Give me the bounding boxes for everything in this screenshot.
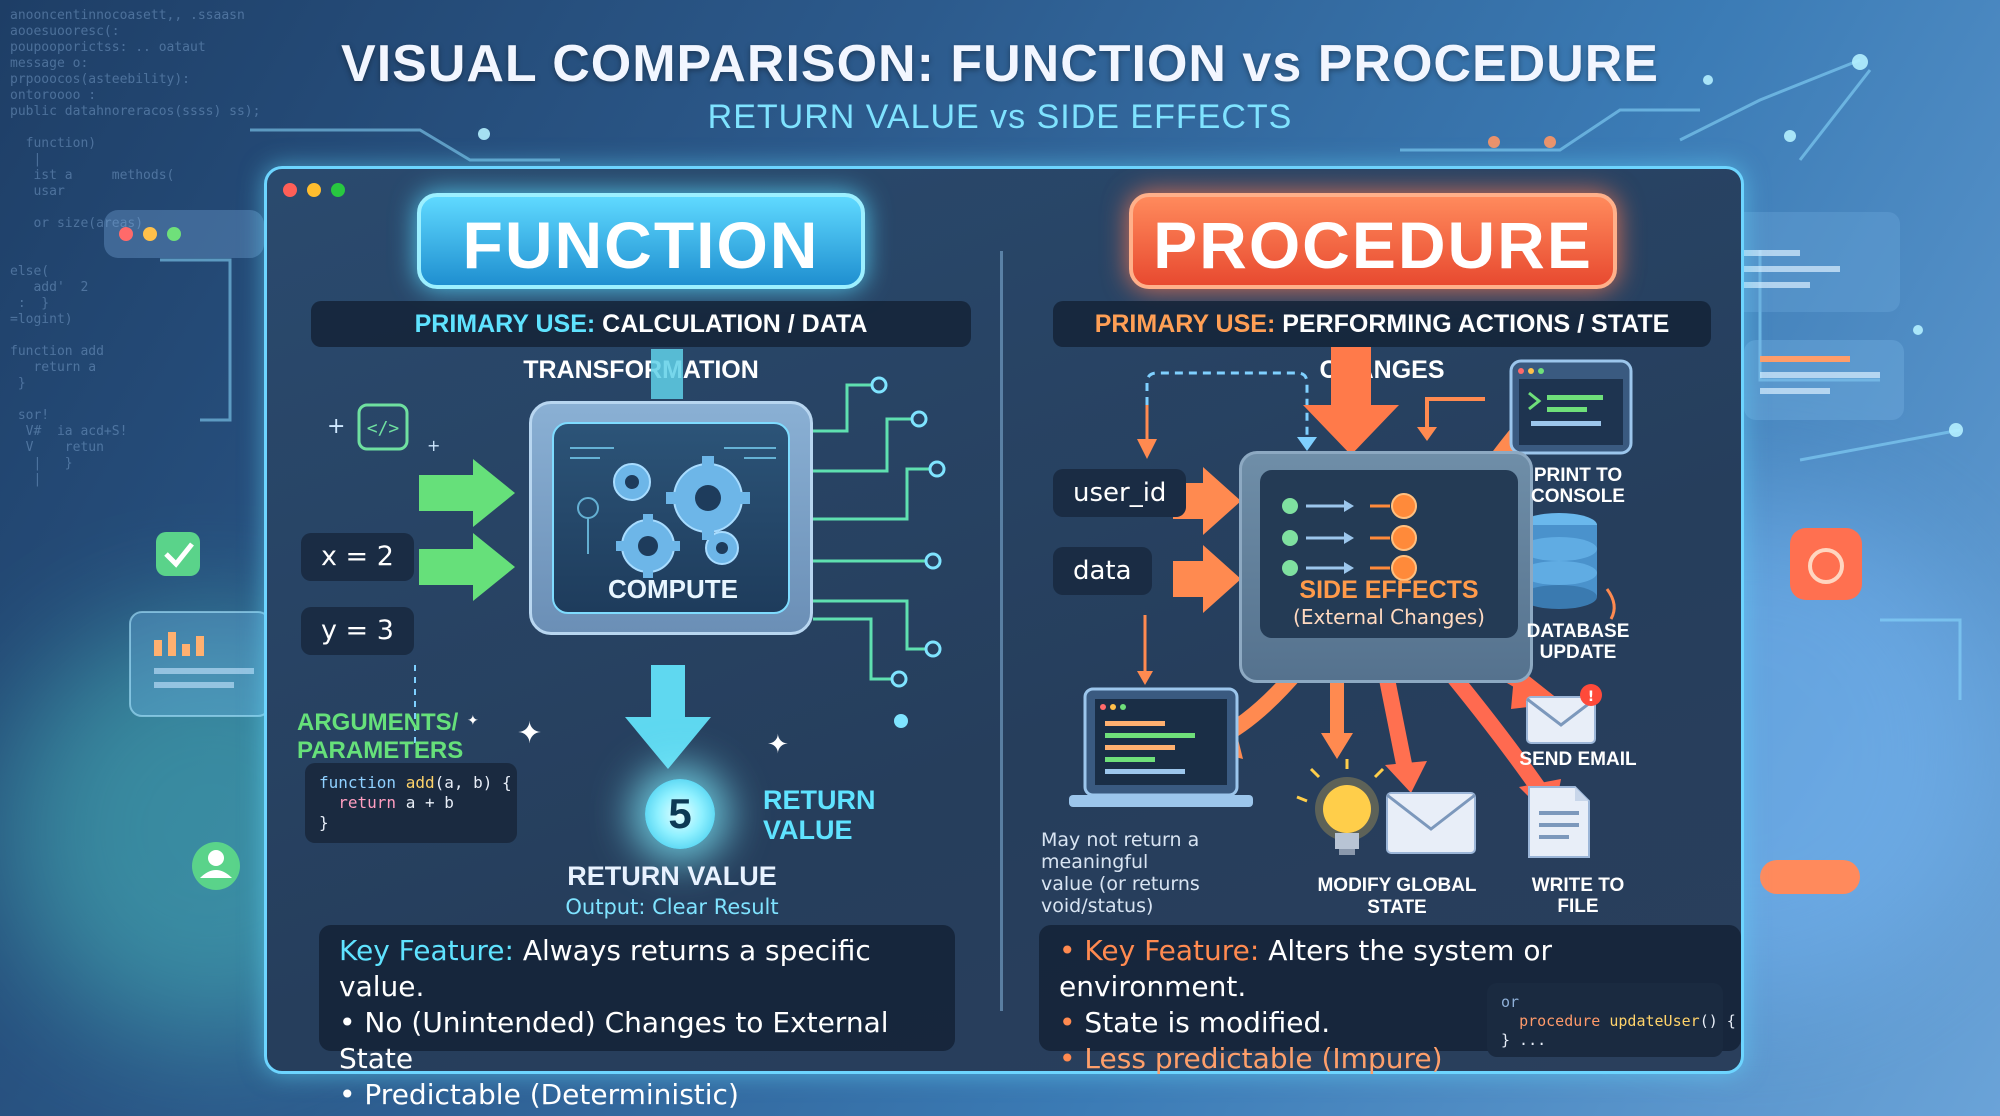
svg-text:✦: ✦ <box>767 730 789 760</box>
side-effects-label: SIDE EFFECTS (External Changes) <box>1242 576 1536 629</box>
input-data-chip: data <box>1053 547 1152 595</box>
code-keyword: procedure <box>1519 1012 1601 1030</box>
return-note-line3: void/status) <box>1041 895 1154 917</box>
window-maximize-dot[interactable] <box>331 183 345 197</box>
side-effects-title: SIDE EFFECTS <box>1299 576 1479 604</box>
modify-global-state-label: MODIFY GLOBAL STATE <box>1317 875 1477 918</box>
procedure-hub: SIDE EFFECTS (External Changes) <box>1239 451 1533 683</box>
background-code: anooncentinnocoasett,, .ssaasn aooesuoor… <box>10 8 261 487</box>
arguments-label <box>291 601 459 713</box>
return-value-side-line2: VALUE <box>763 815 853 845</box>
key-feature-text: Always returns a specific value. <box>339 934 871 1003</box>
procedure-primary-use: PRIMARY USE: PERFORMING ACTIONS / STATE … <box>1053 301 1711 384</box>
code-signature: () { <box>1699 1012 1736 1030</box>
key-feature-label: Key Feature: <box>1084 934 1260 967</box>
procedure-code-snippet: or procedure updateUser() { } ... <box>1487 983 1736 1057</box>
code-function-name: add <box>405 773 435 792</box>
function-key-feature: Key Feature: Always returns a specific v… <box>339 933 935 1005</box>
svg-text:+: + <box>327 414 345 439</box>
window-close-dot[interactable] <box>283 183 297 197</box>
procedure-badge: PROCEDURE <box>1129 193 1617 289</box>
gears-icon <box>570 447 776 578</box>
compute-chip: COMPUTE <box>529 401 813 635</box>
column-divider <box>1000 251 1003 1011</box>
procedure-diagram-graphics: ! <box>1069 347 1633 858</box>
output-label: Output: Clear Result <box>565 895 779 919</box>
code-return-keyword: return <box>338 793 397 812</box>
argument-x-chip: x = 2 <box>301 533 414 581</box>
code-keyword: function <box>319 773 397 792</box>
return-value-label: RETURN VALUE <box>567 861 777 891</box>
return-note-line2: value (or returns <box>1041 873 1200 895</box>
procedure-bullet-text: State is modified. <box>1084 1006 1331 1039</box>
page-subtitle: RETURN VALUE vs SIDE EFFECTS <box>707 98 1293 136</box>
function-bullet: • Predictable (Deterministic) <box>339 1078 739 1111</box>
database-update-line1: DATABASE <box>1526 621 1630 642</box>
side-effects-subtitle: (External Changes) <box>1293 605 1485 629</box>
arguments-label-line1: ARGUMENTS/ <box>297 709 459 736</box>
code-procedure-name: updateUser <box>1609 1012 1700 1030</box>
procedure-bullet-text: Less predictable (Impure) <box>1084 1042 1443 1075</box>
send-email-label: SEND EMAIL <box>1519 749 1637 770</box>
function-primary-use-value: CALCULATION / DATA TRANSFORMATION <box>523 310 868 384</box>
function-diagram-graphics: </> + + ✦ ✦ ✦ <box>327 349 946 769</box>
print-to-console-label: PRINT TO CONSOLE <box>1493 465 1663 507</box>
svg-text:✦: ✦ <box>467 713 479 729</box>
function-badge: FUNCTION <box>417 193 865 289</box>
function-primary-use-key: PRIMARY USE: <box>414 310 596 338</box>
function-code-snippet: function add(a, b) { return a + b } <box>305 763 517 843</box>
write-to-file-line2: FILE <box>1557 896 1599 917</box>
code-close-brace: } <box>319 813 329 832</box>
write-to-file-label: WRITE TO FILE <box>1493 875 1663 917</box>
write-to-file-line1: WRITE TO <box>1531 875 1625 896</box>
svg-text:✦: ✦ <box>517 716 542 751</box>
compute-label: COMPUTE <box>608 574 738 604</box>
procedure-bullet: • State is modified. <box>1059 1006 1331 1039</box>
input-user-id-chip: user_id <box>1053 469 1187 517</box>
page-title: VISUAL COMPARISON: FUNCTION vs PROCEDURE <box>341 35 1659 93</box>
comparison-window: FUNCTION PRIMARY USE: CALCULATION / DATA… <box>264 166 1744 1111</box>
procedure-bullet: • Less predictable (Impure) <box>1059 1042 1443 1075</box>
arguments-parameters-label: ARGUMENTS/ PARAMETERS <box>297 709 497 765</box>
argument-y-chip: y = 3 <box>301 607 414 655</box>
procedure-features: • Key Feature: Alters the system or envi… <box>1039 925 1741 1075</box>
return-value-side-label: RETURN VALUE <box>763 785 893 845</box>
return-value-side-line1: RETURN <box>763 785 876 815</box>
procedure-primary-use-key: PRIMARY USE: <box>1094 310 1276 338</box>
svg-text:+: + <box>427 436 440 455</box>
key-feature-label: Key Feature: <box>339 934 514 967</box>
compute-screen: COMPUTE <box>552 422 790 614</box>
window-minimize-dot[interactable] <box>307 183 321 197</box>
database-update-line2: UPDATE <box>1539 642 1617 663</box>
code-return-expression: a + b <box>405 793 454 812</box>
return-note: May not return a meaningful value (or re… <box>1041 829 1291 917</box>
function-bullet: • No (Unintended) Changes to External St… <box>339 1006 889 1075</box>
code-close-brace: } ... <box>1501 1031 1547 1049</box>
code-or: or <box>1501 993 1520 1011</box>
code-signature: (a, b) { <box>434 773 512 792</box>
return-note-line1: May not return a meaningful <box>1041 829 1200 873</box>
arguments-label-line2: PARAMETERS <box>297 737 464 764</box>
print-to-console-line2: CONSOLE <box>1531 486 1625 507</box>
svg-text:!: ! <box>1588 689 1594 705</box>
hub-screen <box>1260 470 1518 638</box>
svg-text:</>: </> <box>367 418 400 439</box>
function-primary-use: PRIMARY USE: CALCULATION / DATA TRANSFOR… <box>311 301 971 384</box>
database-update-label: DATABASE UPDATE <box>1493 621 1663 663</box>
return-value-orb: 5 <box>645 779 715 849</box>
print-to-console-line1: PRINT TO <box>1533 465 1623 486</box>
side-effect-outputs-icon <box>1282 493 1417 581</box>
procedure-key-feature: • Key Feature: Alters the system or envi… <box>1059 934 1552 1003</box>
function-features: Key Feature: Always returns a specific v… <box>319 925 955 1111</box>
key-feature-text: Alters the system or environment. <box>1059 934 1552 1003</box>
